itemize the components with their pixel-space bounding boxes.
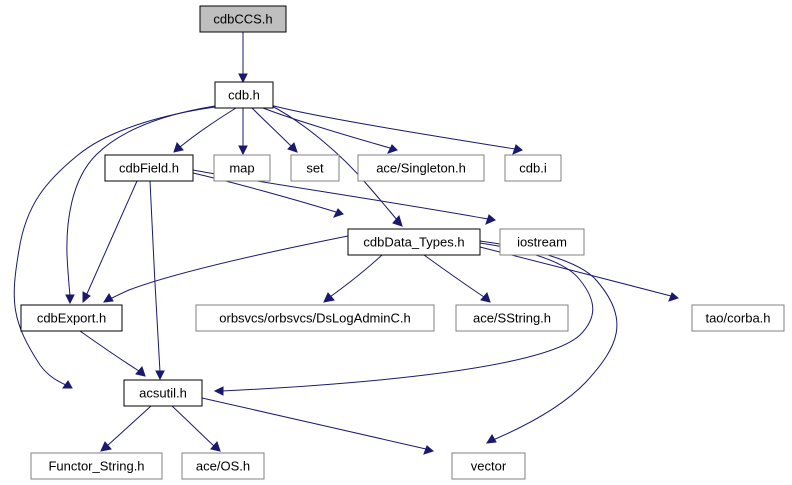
edge-acsutil-to-vector [201,397,435,455]
node-box[interactable] [20,304,123,332]
node-box[interactable] [104,154,194,182]
arrowhead-icon [135,366,146,377]
node-cdb[interactable]: cdb.h [214,81,274,109]
node-box[interactable] [123,379,203,407]
edge-cdb-to-set [251,107,298,153]
arrowhead-icon [238,73,248,84]
arrowhead-icon [323,292,335,303]
node-orbsvcs[interactable]: orbsvcs/orbsvcs/DsLogAdminC.h [195,304,435,332]
arrowhead-icon [103,293,114,303]
node-cdbCCS[interactable]: cdbCCS.h [199,5,287,33]
edge-cdbDataTypes-to-acsutil [213,242,594,396]
node-box[interactable] [30,452,163,480]
arrowhead-icon [480,292,491,303]
arrowhead-icon [333,208,344,218]
node-set[interactable]: set [290,154,340,182]
edge-cdbCCS-to-cdb [238,32,248,84]
node-box[interactable] [195,304,435,332]
node-box[interactable] [290,154,340,182]
edge-cdb-to-acsutil [13,106,216,389]
node-cdbField[interactable]: cdbField.h [104,154,194,182]
edge-cdb-to-cdbi [269,104,523,155]
arrowhead-icon [173,142,184,153]
node-box[interactable] [199,5,287,33]
edge-cdbDataTypes-to-taoCorba [479,246,680,302]
edge-cdb-to-cdbExport [65,105,216,305]
arrowhead-icon [486,434,497,444]
edge-acsutil-to-functorString [100,405,152,452]
edge-cdb-to-cdbField [173,107,237,153]
edge-cdbDataTypes-to-orbsvcs [323,254,383,303]
arrowhead-icon [387,144,398,154]
arrowhead-icon [62,380,73,389]
arrowhead-icon [512,144,523,155]
node-box[interactable] [499,228,585,256]
node-box[interactable] [455,304,569,332]
node-iostream[interactable]: iostream [499,228,585,256]
edge-cdb-to-map [238,108,248,156]
edge-cdbField-to-cdbDataTypes [192,172,344,218]
edge-cdbField-to-acsutil [149,180,165,381]
arrowhead-icon [65,294,75,305]
node-box[interactable] [451,452,526,480]
node-cdbi[interactable]: cdb.i [504,154,562,182]
edge-cdbExport-to-acsutil [79,330,146,377]
node-aceOS[interactable]: ace/OS.h [181,452,265,480]
node-box[interactable] [347,228,481,256]
node-vector[interactable]: vector [451,452,526,480]
node-map[interactable]: map [213,154,271,182]
node-box[interactable] [357,154,485,182]
node-aceSString[interactable]: ace/SString.h [455,304,569,332]
node-taoCorba[interactable]: tao/corba.h [691,304,785,332]
edge-cdb-to-aceSingleton [262,107,398,154]
node-box[interactable] [181,452,265,480]
arrowhead-icon [155,370,165,381]
node-cdbDataTypes[interactable]: cdbData_Types.h [347,228,481,256]
arrowhead-icon [423,445,435,455]
arrowhead-icon [100,441,112,452]
edge-cdbDataTypes-to-aceSString [423,254,491,303]
edge-cdbDataTypes-to-vector [479,240,618,444]
arrowhead-icon [82,291,91,304]
edge-acsutil-to-aceOS [171,405,221,452]
node-functorString[interactable]: Functor_String.h [30,452,163,480]
node-aceSingleton[interactable]: ace/Singleton.h [357,154,485,182]
arrowhead-icon [210,441,221,452]
edge-cdbDataTypes-to-cdbExport [103,235,349,303]
arrowhead-icon [392,214,403,227]
node-box[interactable] [213,154,271,182]
node-acsutil[interactable]: acsutil.h [123,379,203,407]
arrowhead-icon [485,214,496,225]
node-cdbExport[interactable]: cdbExport.h [20,304,123,332]
node-box[interactable] [214,81,274,109]
node-box[interactable] [504,154,562,182]
arrowhead-icon [238,145,248,156]
arrowhead-icon [668,292,680,302]
arrowhead-icon [213,386,224,396]
edge-cdbField-to-cdbExport [82,180,138,304]
node-box[interactable] [691,304,785,332]
arrowhead-icon [287,142,298,153]
